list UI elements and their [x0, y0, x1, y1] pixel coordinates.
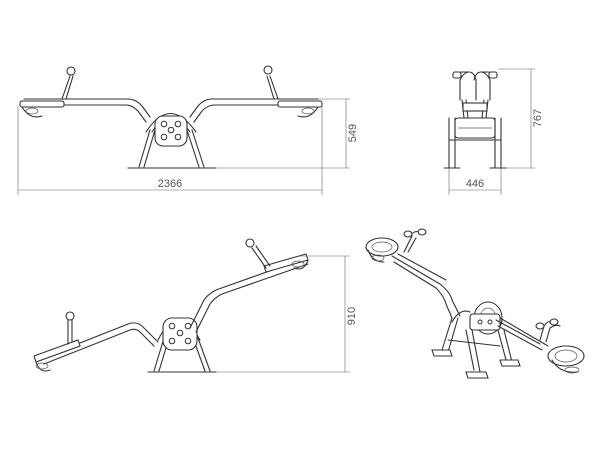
dimension-910: 910 [346, 307, 358, 325]
side-view-tilted [33, 238, 309, 373]
dimension-549: 549 [347, 124, 359, 142]
tilted-view-dimensions [216, 255, 350, 373]
front-view-dimensions [448, 68, 535, 195]
isometric-view [365, 228, 585, 379]
dimension-767: 767 [532, 109, 544, 127]
side-view-dimensions [17, 98, 350, 195]
front-view [443, 71, 507, 169]
dimension-2366: 2366 [158, 178, 182, 190]
side-view-level [19, 65, 323, 169]
dimension-446: 446 [466, 178, 484, 190]
